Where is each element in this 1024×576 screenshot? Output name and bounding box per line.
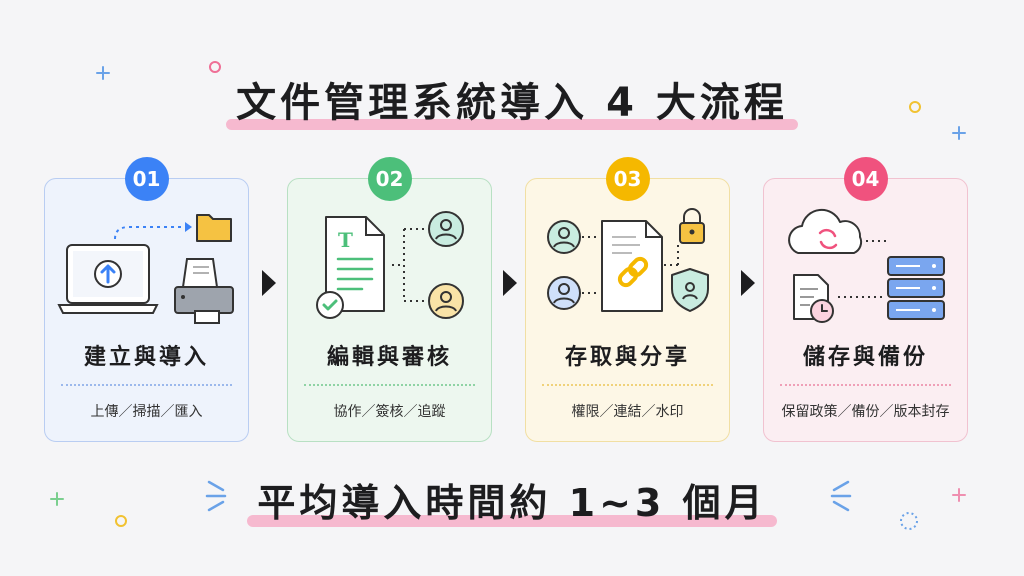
chevron-right-icon: [503, 270, 517, 296]
circle-deco-icon: [115, 515, 127, 527]
step-number-badge: 01: [124, 157, 169, 201]
step-card-4: 04 儲存與備份 保留政策／備份／版本封存: [763, 157, 968, 442]
dotted-arrow: [114, 226, 185, 240]
upload-icon: [94, 260, 122, 288]
link-icon: [617, 256, 649, 288]
cloud-sync-icon: [788, 208, 863, 254]
plus-deco-icon: [50, 492, 64, 506]
check-circle-icon: [316, 291, 344, 319]
circle-deco-icon: [209, 61, 221, 73]
user-avatar-icon: [547, 220, 581, 254]
step-number-badge: 04: [843, 157, 888, 201]
printer-icon: [174, 258, 234, 324]
dotted-divider: [542, 384, 713, 386]
step-description: 權限／連結／水印: [571, 404, 684, 420]
step-card-3: 03: [525, 157, 730, 442]
lock-icon: [679, 208, 705, 244]
plus-deco-icon: [952, 126, 966, 140]
dotted-circle-deco-icon: [900, 512, 918, 530]
user-avatar-icon: [547, 276, 581, 310]
dotted-connector: [392, 228, 424, 302]
step-label: 存取與分享: [560, 339, 695, 371]
svg-text:T: T: [338, 228, 353, 252]
server-stack-icon: [887, 256, 945, 320]
chevron-right-icon: [262, 270, 276, 296]
step-description: 協作／簽核／追蹤: [333, 404, 446, 420]
document-clock-icon: [793, 274, 834, 323]
folder-icon: [196, 214, 232, 242]
burst-deco-icon: [830, 480, 852, 512]
step-label: 編輯與審核: [322, 339, 457, 371]
user-avatar-icon: [428, 211, 464, 247]
chevron-right-icon: [741, 270, 755, 296]
step-label: 儲存與備份: [798, 339, 933, 371]
step-card-2: 02 T 編輯與審核 協作／簽核／追蹤: [287, 157, 492, 442]
plus-deco-icon: [96, 66, 110, 80]
user-avatar-icon: [428, 283, 464, 319]
backup-illustration: [788, 208, 945, 323]
dotted-divider: [61, 384, 232, 386]
summary-footer: 平均導入時間約 1~3 個月: [247, 472, 777, 527]
step-label: 建立與導入: [79, 339, 214, 371]
step-card-1: 01 建立與導入 上傳／掃描／匯入: [44, 157, 249, 442]
dotted-divider: [780, 384, 951, 386]
circle-deco-icon: [909, 101, 921, 113]
step-number-badge: 02: [367, 157, 412, 201]
step-number-badge: 03: [605, 157, 650, 201]
step-description: 上傳／掃描／匯入: [90, 404, 203, 420]
dotted-divider: [304, 384, 475, 386]
share-illustration: [547, 208, 709, 312]
review-illustration: T: [316, 211, 464, 319]
step-description: 保留政策／備份／版本封存: [781, 404, 950, 420]
upload-illustration: [57, 214, 234, 324]
dotted-connector: [582, 236, 600, 294]
plus-deco-icon: [952, 488, 966, 502]
page-title: 文件管理系統導入 4 大流程: [226, 70, 798, 130]
shield-user-icon: [671, 268, 709, 312]
burst-deco-icon: [205, 480, 227, 512]
